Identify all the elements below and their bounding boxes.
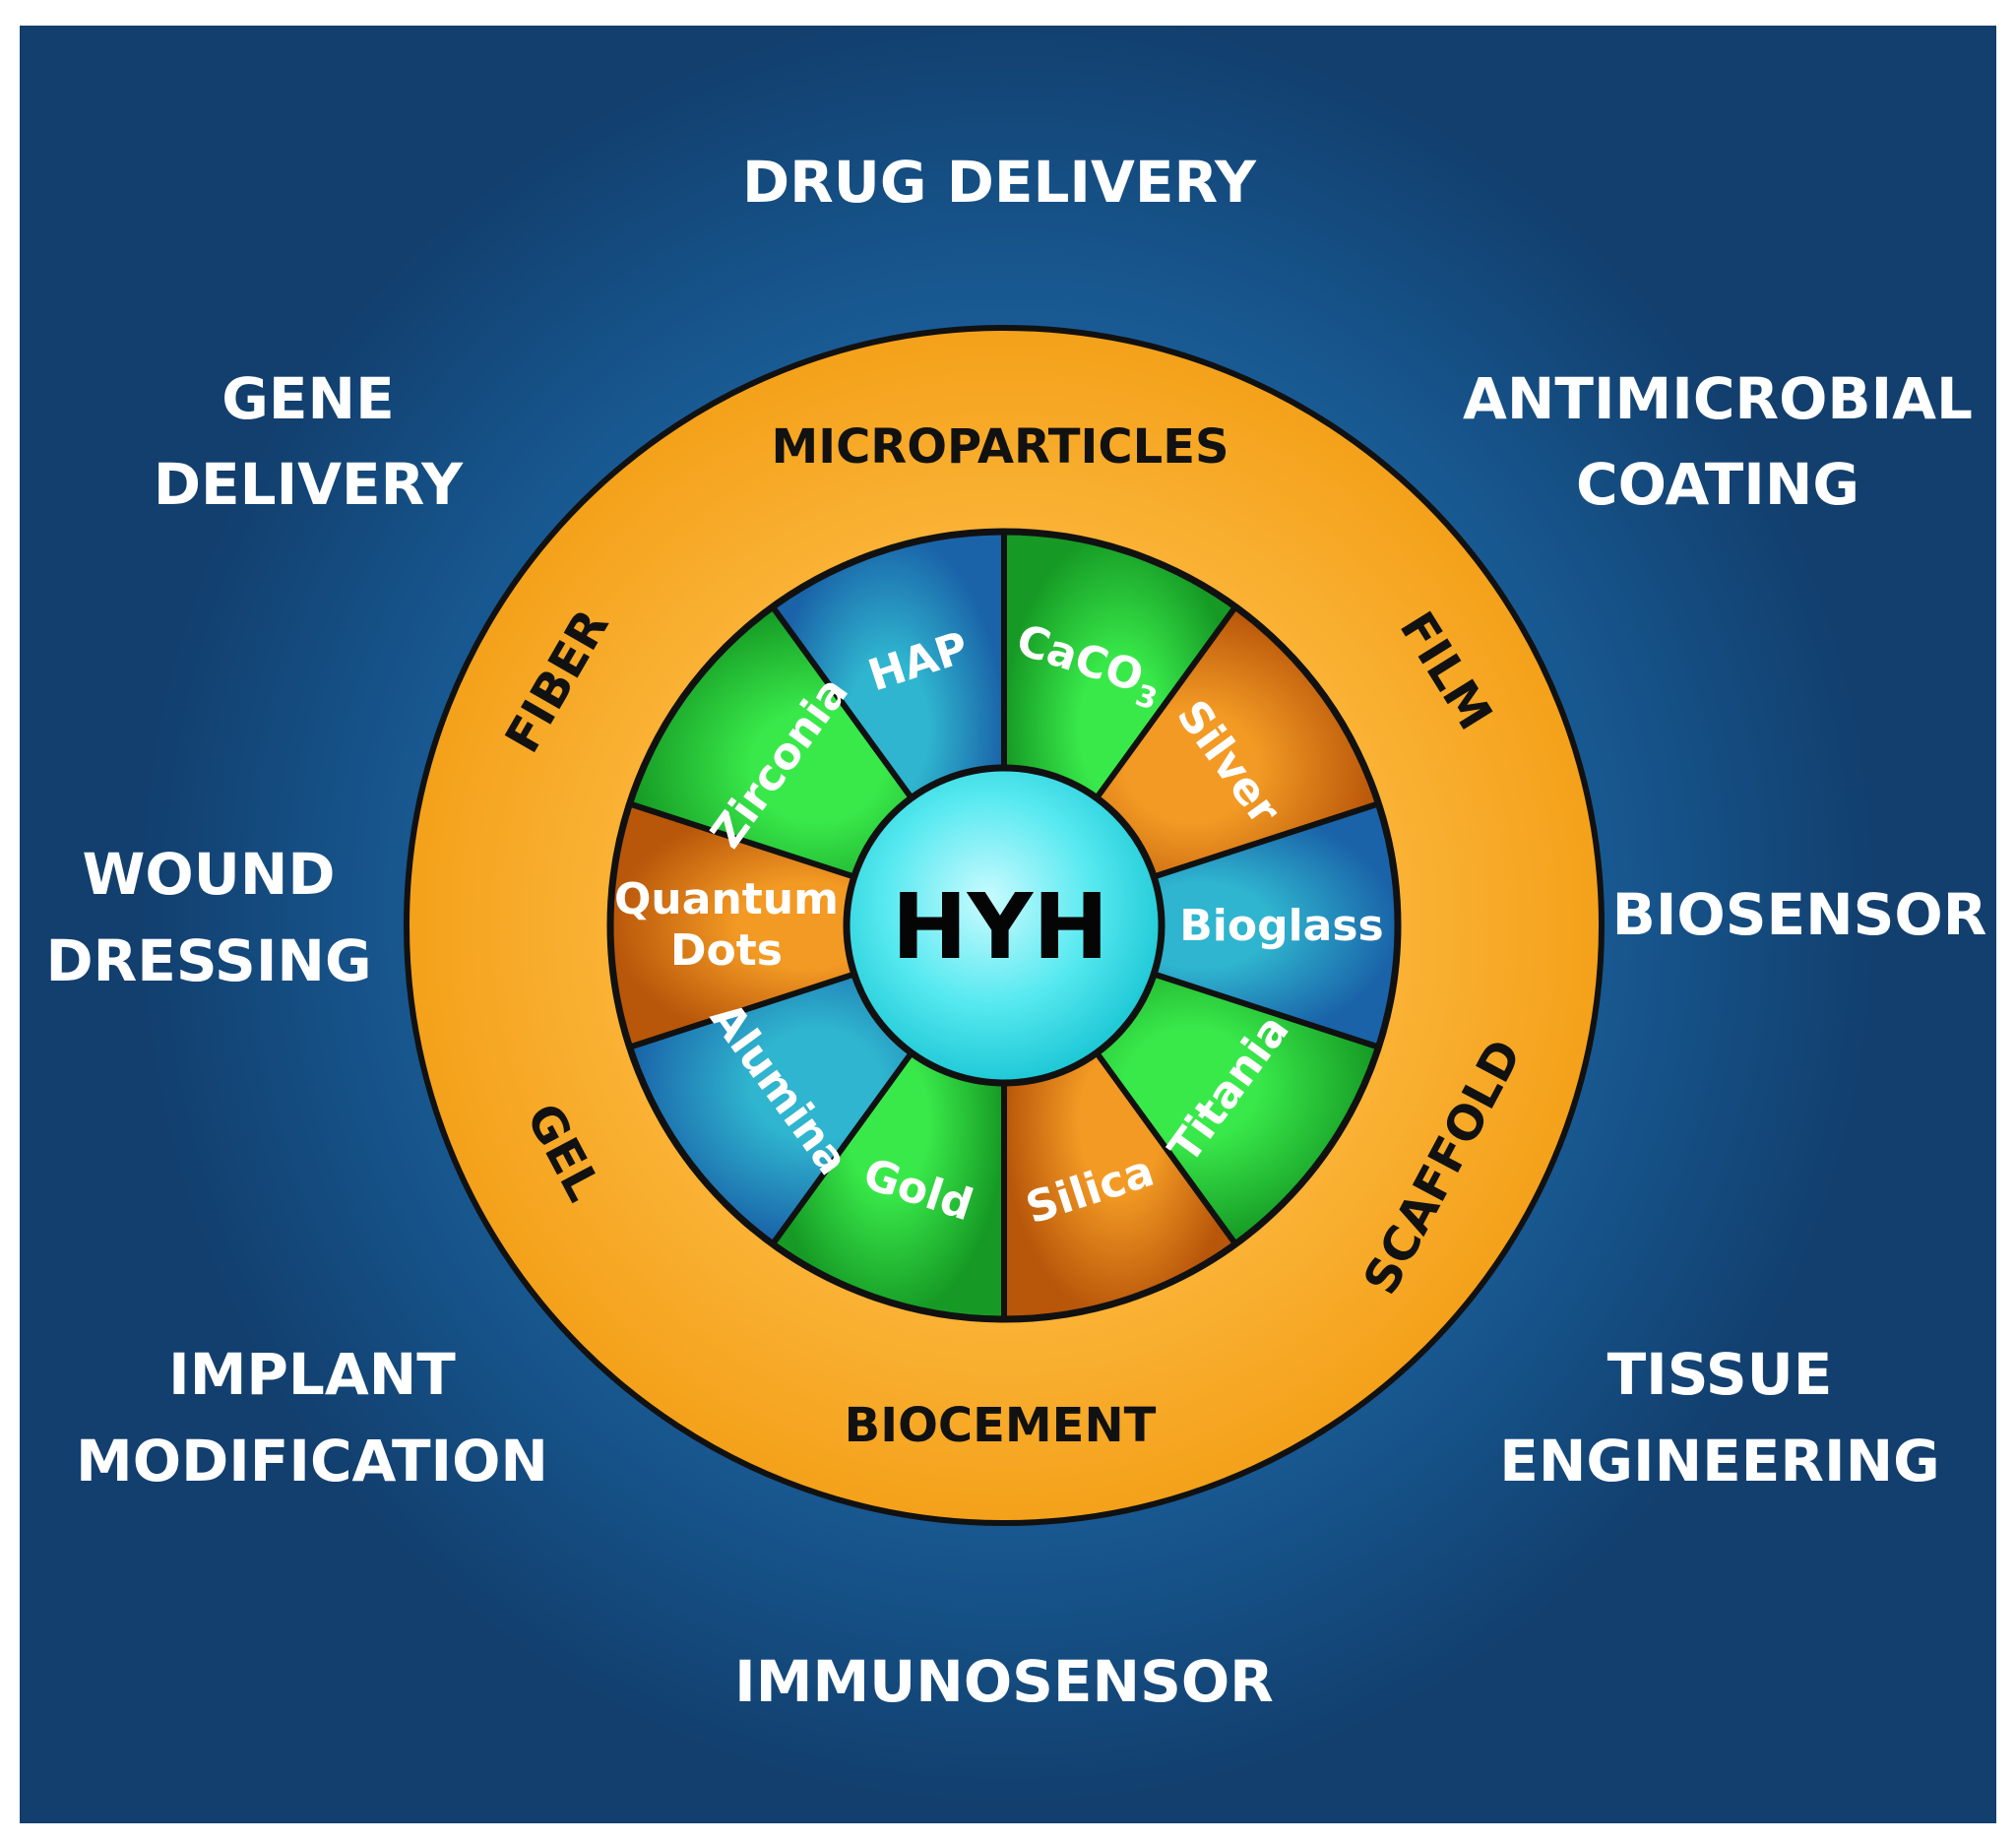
application-tissue-engineering-line1: TISSUE	[1607, 1341, 1833, 1408]
application-gene-delivery-line1: GENE	[221, 365, 394, 432]
application-drug-delivery: DRUG DELIVERY	[742, 149, 1257, 216]
application-gene-delivery-line2: DELIVERY	[154, 451, 464, 518]
form-label-biocement: BIOCEMENT	[845, 1398, 1157, 1453]
application-wound-dressing-line2: DRESSING	[45, 927, 371, 994]
application-implant-modification-line1: IMPLANT	[168, 1341, 456, 1408]
application-immunosensor: IMMUNOSENSOR	[734, 1648, 1274, 1715]
materials-wheel-outline	[606, 528, 1402, 1323]
application-antimicrobial-coating-line2: COATING	[1576, 451, 1859, 518]
application-biosensor: BIOSENSOR	[1612, 881, 1987, 948]
application-antimicrobial-coating-line1: ANTIMICROBIAL	[1463, 365, 1973, 432]
application-tissue-engineering-line2: ENGINEERING	[1499, 1428, 1940, 1494]
application-wound-dressing-line1: WOUND	[82, 841, 335, 908]
center-circle	[843, 764, 1166, 1087]
center-label: HYH	[892, 874, 1109, 980]
form-label-microparticles: MICROPARTICLES	[771, 419, 1228, 475]
material-label-bioglass: Bioglass	[1179, 901, 1384, 951]
application-implant-modification-line2: MODIFICATION	[76, 1428, 548, 1494]
